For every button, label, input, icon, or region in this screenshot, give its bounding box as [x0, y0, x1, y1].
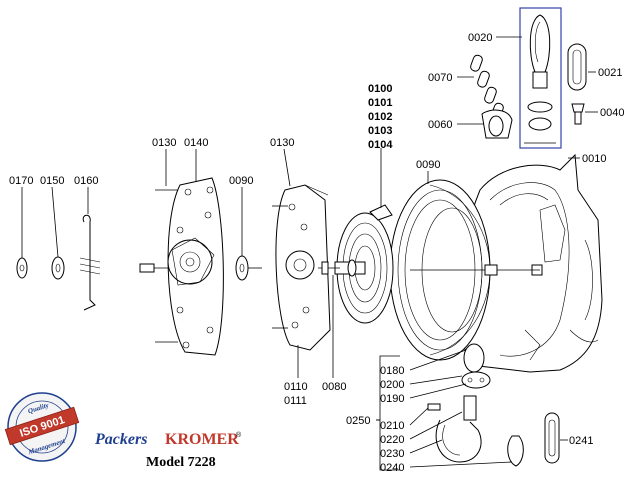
label-0150: 0150 — [40, 175, 64, 187]
side-cover-part — [139, 177, 224, 356]
label-0140: 0140 — [184, 137, 208, 149]
label-0103: 0103 — [368, 125, 392, 137]
label-0130-right: 0130 — [270, 137, 294, 149]
label-0090-washer: 0090 — [229, 175, 253, 187]
brand-kromer-text: KROMER — [165, 431, 239, 448]
label-0110: 0110 — [284, 381, 308, 393]
brand-packers-text: Packers — [94, 431, 147, 448]
label-0070: 0070 — [428, 72, 452, 84]
label-0200: 0200 — [380, 379, 404, 391]
snap-hook-part — [507, 435, 524, 467]
drum-part — [389, 179, 540, 361]
label-0021: 0021 — [598, 67, 622, 79]
label-0210: 0210 — [380, 420, 404, 432]
hook-assembly-part — [519, 7, 562, 149]
label-0104: 0104 — [368, 139, 393, 151]
label-0102: 0102 — [368, 111, 392, 123]
label-0130-left: 0130 — [152, 137, 176, 149]
label-0020: 0020 — [468, 32, 492, 44]
brand-logo: Packers KROMER ® Model 7228 — [94, 431, 242, 470]
label-0160: 0160 — [74, 175, 98, 187]
label-0250: 0250 — [346, 415, 370, 427]
lower-hook-assembly — [427, 343, 491, 463]
label-0060: 0060 — [428, 119, 452, 131]
label-0230: 0230 — [380, 448, 404, 460]
carabiner-top-part — [567, 43, 587, 91]
carabiner-bottom-part — [544, 412, 560, 464]
label-0080: 0080 — [322, 381, 346, 393]
leader-lines — [21, 36, 598, 471]
shackle-part — [481, 109, 513, 139]
brand-registered-mark: ® — [236, 431, 242, 439]
spring-cassette-part — [334, 204, 394, 324]
label-0190: 0190 — [380, 393, 404, 405]
label-0241: 0241 — [569, 435, 593, 447]
small-parts-left — [16, 214, 101, 311]
label-0090-drum: 0090 — [416, 159, 440, 171]
label-0040: 0040 — [600, 107, 624, 119]
washer-part — [235, 255, 262, 281]
label-0240: 0240 — [380, 462, 404, 474]
label-0170: 0170 — [9, 175, 33, 187]
label-0180: 0180 — [380, 365, 404, 377]
label-0220: 0220 — [380, 434, 404, 446]
part-labels: 0020 0021 0040 0070 0060 0010 0090 0100 … — [9, 32, 624, 474]
label-0010: 0010 — [582, 153, 606, 165]
label-0101: 0101 — [368, 97, 392, 109]
model-number-text: Model 7228 — [146, 455, 216, 470]
label-0100: 0100 — [368, 83, 392, 95]
label-0111: 0111 — [284, 395, 307, 407]
back-plate-part — [272, 184, 340, 351]
iso-9001-seal: ISO 9001 Quality Management — [4, 392, 80, 462]
pin-part — [571, 103, 585, 125]
